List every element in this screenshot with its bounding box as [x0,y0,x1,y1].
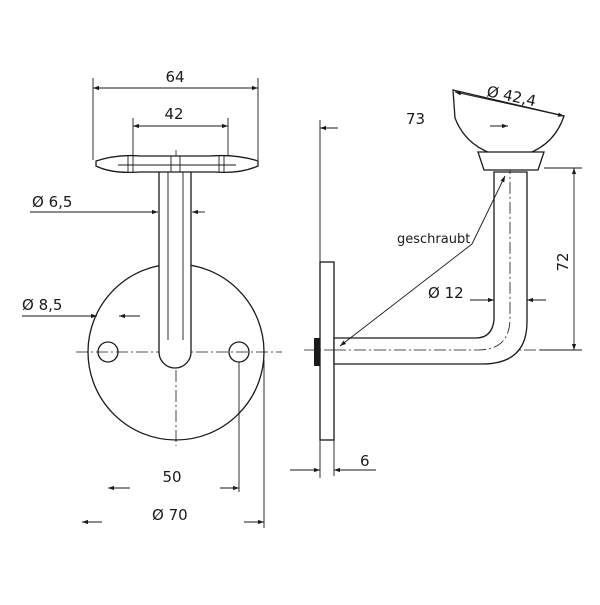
bent-tube [333,171,528,365]
support-stem [158,172,192,369]
side-view: Ø 42,4 [304,82,582,478]
tube-centerline [334,160,511,351]
dim-base-diameter: Ø 70 [152,506,188,524]
dim-height: 72 [554,252,572,271]
dim-plate-width: 64 [165,68,184,86]
dim-pin-diameter: Ø 6,5 [32,193,72,211]
saddle-base [477,151,545,171]
saddle-plate [95,154,259,174]
note-screwed: geschraubt [397,232,470,247]
front-view-dimensions: 64 42 Ø 6,5 Ø 8,5 50 Ø 70 [22,68,265,528]
front-view [76,150,282,446]
dim-hole-spacing-bottom: 50 [162,468,181,486]
wall-plate [319,261,335,441]
dim-tube-diameter: Ø 12 [428,284,464,302]
side-view-dimensions: 73 72 Ø 12 6 geschraubt [290,110,582,476]
saddle-diameter-line [454,91,565,117]
dim-hole-spacing-top: 42 [164,105,183,123]
dim-hole-diameter: Ø 8,5 [22,296,62,314]
dim-base-thickness: 6 [360,452,370,470]
mounting-hole-left [97,341,119,363]
dim-projection: 73 [406,110,425,128]
screw-head [314,338,320,366]
